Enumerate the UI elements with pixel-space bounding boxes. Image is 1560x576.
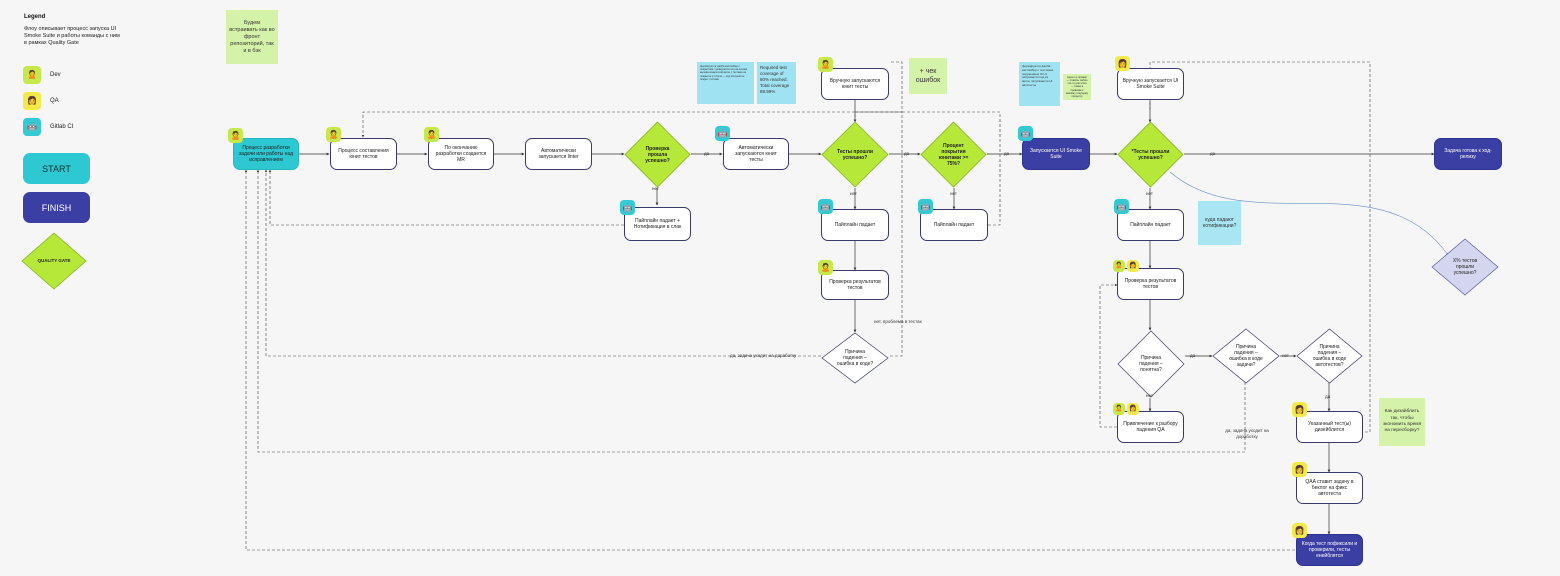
node-review-results-1: Проверка результатов тестов (821, 270, 889, 300)
qa-avatar-icon: 👩 (1292, 462, 1307, 477)
qa-avatar-icon: 👩 (23, 92, 41, 110)
gitlab-ci-icon: 🤖 (918, 199, 933, 214)
legend-label-qa: QA (50, 98, 59, 104)
decision-check-ok-label: Проверка прошла успешно? (645, 145, 670, 164)
sticky-ui-smoke-note: формируется джоба кастомбер с тестовым о… (1019, 62, 1060, 106)
qa-avatar-icon: 👩 (1127, 403, 1139, 415)
edge-label-yes-1: да (704, 151, 710, 156)
dev-avatar-icon: 🙎 (818, 57, 833, 72)
dev-avatar-icon: 🙎 (424, 127, 439, 142)
node-mr-created: По окончанию разработки создается MR (428, 138, 494, 170)
decision-coverage-gate-label: Процент покрытия юнитами >= 75%? (938, 142, 969, 167)
gitlab-ci-icon: 🤖 (23, 118, 41, 136)
decision-percent-ok-label: X% тестов прошли успешно? (1452, 258, 1478, 276)
decision-percent-ok: X% тестов прошли успешно? (1431, 238, 1499, 296)
node-manual-smoke: Вручную запускается UI Smoke Suite (1117, 68, 1184, 100)
edge-label-yes-4: да (1210, 151, 1216, 156)
decision-reason-known: Причина падения – понятна? (1117, 330, 1185, 398)
dev-avatar-icon: 🙎 (1113, 260, 1125, 272)
sticky-redesign: Как дизайблить так, чтобы экономить врем… (1379, 398, 1425, 446)
node-review-results-2: Проверка результатов тестов (1117, 268, 1184, 300)
node-disable-tests: Указанный тест(ы) дизейблится (1296, 411, 1363, 443)
qa-avatar-icon: 👩 (1292, 523, 1307, 538)
sticky-error-check: + чек ошибок (909, 58, 947, 94)
legend-start-shape: START (23, 153, 90, 184)
qa-avatar-icon: 👩 (1292, 402, 1307, 417)
node-manual-unit-tests: Вручную запускаются юнит тесты (821, 68, 889, 100)
node-task-done: Задача готова к ход-релизу (1434, 138, 1502, 170)
decision-reason-autotests: Причина падения – ошибка в коде автотест… (1296, 328, 1363, 384)
legend-title: Legend (24, 14, 46, 20)
sticky-coverage-note: формируется джоба кастомбер с покрытием,… (697, 62, 754, 104)
decision-tests-ok: Тесты прошли успешно? (821, 121, 889, 188)
legend-item-dev: 🙎 Dev (23, 66, 61, 84)
node-unit-tests-auto: Автоматически запускаются юнит тесты (723, 138, 789, 170)
dev-avatar-icon: 🙎 (1113, 403, 1125, 415)
decision-reason-known-label: Причина падения – понятна? (1139, 355, 1163, 373)
legend-label-ci: Gitlab CI (50, 124, 74, 130)
decision-reason-code: Причина падения – ошибка в коде? (821, 332, 889, 384)
edge-label-no-3: нет (950, 191, 957, 196)
gitlab-ci-icon: 🤖 (620, 200, 635, 215)
dev-avatar-icon: 🙎 (23, 66, 41, 84)
edge-label-no-test-problem: нет, проблема в тестах (874, 319, 922, 324)
legend-finish-shape: FINISH (23, 192, 90, 223)
decision-reason-task-label: Причина падения – ошибка в коде задачи? (1229, 344, 1263, 368)
edge-label-no-2: нет (850, 191, 857, 196)
dev-avatar-icon: 🙎 (228, 128, 243, 143)
edge-label-no-4: нет (1146, 191, 1153, 196)
decision-smoke-ok: *Тесты прошли успешно? (1117, 121, 1184, 188)
legend-item-qa: 👩 QA (23, 92, 59, 110)
legend-quality-gate-label: QUALITY GATE (37, 258, 71, 263)
decision-reason-task: Причина падения – ошибка в коде задачи? (1212, 328, 1280, 384)
node-linter-auto: Автоматически запускается linter (525, 138, 592, 170)
edge-label-no-6: нет (1146, 393, 1153, 398)
edge-label-back-to-work-2: да, задача уходит на доработку (1225, 428, 1269, 439)
legend-description: Флоу описывает процесс запуска UI Smoke … (24, 26, 120, 46)
sticky-coverage: Required test coverage of 80% reached. T… (757, 62, 796, 104)
gitlab-ci-icon: 🤖 (1018, 126, 1033, 141)
edge-label-back-to-work-1: да, задача уходит на доработку (730, 353, 797, 358)
edge-label-yes-5: да (1190, 353, 1196, 358)
gitlab-ci-icon: 🤖 (818, 199, 833, 214)
dev-avatar-icon: 🙎 (326, 127, 341, 142)
edge-label-no-5: нет (1282, 353, 1289, 358)
decision-smoke-ok-label: *Тесты прошли успешно? (1131, 148, 1170, 161)
edge-label-yes-2: да (904, 151, 910, 156)
edge-label-yes-6: да (1325, 394, 1331, 399)
node-qaa-backlog: QAA ставит задачу в беклог на фикс автот… (1296, 472, 1363, 504)
edge-label-yes-3: да (1004, 151, 1010, 156)
legend-item-ci: 🤖 Gitlab CI (23, 118, 73, 136)
node-start-development: Процесс разработки задачи или работы над… (233, 138, 299, 170)
gitlab-ci-icon: 🤖 (715, 126, 730, 141)
qa-avatar-icon: 👩 (1127, 260, 1139, 272)
node-ui-smoke-run: Запускается UI Smoke Suite (1022, 138, 1090, 170)
node-unit-tests-writing: Процесс составления юнит тестов (330, 138, 397, 170)
legend-quality-gate-shape: QUALITY GATE (21, 232, 87, 290)
legend-label-dev: Dev (50, 72, 61, 78)
node-pipeline-fail-2: Пайплайн падает (821, 209, 889, 241)
node-pipeline-fail-slack: Пайплайн падает + Нотификация в слак (624, 207, 691, 241)
decision-coverage-gate: Процент покрытия юнитами >= 75%? (920, 121, 987, 188)
decision-check-ok: Проверка прошла успешно? (624, 121, 691, 188)
node-qa-involve: Привлечение к разбору падения QA (1117, 411, 1184, 443)
gitlab-ci-icon: 🤖 (1114, 199, 1129, 214)
sticky-green-note: здесь по пример — ставить любое что-то д… (1063, 74, 1091, 100)
node-pipeline-fail-3: Пайплайн падает (920, 209, 988, 241)
decision-tests-ok-label: Тесты прошли успешно? (837, 148, 873, 161)
node-pipeline-fail-4: Пайплайн падает (1117, 209, 1184, 241)
decision-reason-autotests-label: Причина падения – ошибка в коде автотест… (1312, 344, 1347, 368)
edge-label-no-1: нет (652, 186, 659, 191)
sticky-frontend-backend: Будем встраивать как во фронт репозитори… (226, 10, 278, 64)
dev-avatar-icon: 🙎 (818, 260, 833, 275)
decision-reason-code-label: Причина падения – ошибка в коде? (836, 349, 874, 367)
qa-avatar-icon: 👩 (1115, 56, 1130, 71)
node-tests-fixed-enabled: Когда тест пофиксили и проверили, тесты … (1296, 534, 1363, 566)
sticky-notifications-where: куда падают нотификации? (1198, 201, 1241, 245)
